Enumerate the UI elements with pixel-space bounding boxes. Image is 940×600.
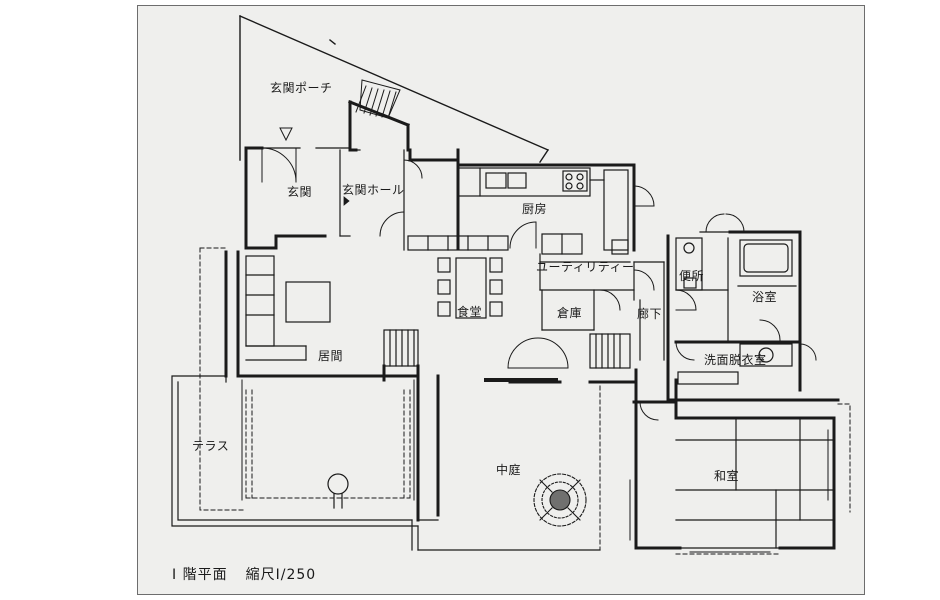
terrace-outline bbox=[171, 375, 601, 551]
room-label-living: 居間 bbox=[318, 349, 344, 363]
room-label-toilet: 便所 bbox=[679, 269, 705, 283]
room-label-terrace: テラス bbox=[192, 439, 230, 453]
room-label-hall: 玄関ホール bbox=[342, 183, 405, 197]
room-label-bath: 浴室 bbox=[752, 290, 778, 304]
caption-scale: 縮尺I/250 bbox=[245, 567, 317, 583]
plan-caption: I 階平面 縮尺I/250 bbox=[172, 564, 316, 584]
interior-partitions bbox=[245, 147, 835, 549]
room-label-corridor: 廊下 bbox=[637, 307, 663, 321]
room-label-porch: 玄関ポーチ bbox=[270, 81, 333, 95]
room-label-courtyard: 中庭 bbox=[496, 463, 522, 477]
entrance-arrow-icon bbox=[279, 127, 293, 142]
eaves-dashed bbox=[199, 247, 851, 555]
room-label-washroom: 洗面脱衣室 bbox=[704, 353, 767, 367]
caption-title: I 階平面 bbox=[172, 567, 228, 583]
garden-table-icon bbox=[327, 473, 349, 509]
window-glazing bbox=[241, 378, 829, 553]
room-label-kitchen: 厨房 bbox=[522, 202, 548, 216]
room-label-utility: ユーティリティー bbox=[536, 260, 635, 274]
exterior-walls bbox=[224, 100, 840, 550]
hall-arrow-icon bbox=[343, 196, 350, 206]
drawing-sheet bbox=[137, 5, 865, 595]
tree-icon bbox=[533, 473, 587, 527]
door-swings bbox=[261, 147, 817, 421]
porch-outline bbox=[239, 15, 549, 163]
room-label-entrance: 玄関 bbox=[287, 185, 313, 199]
room-label-tatami: 和室 bbox=[714, 469, 740, 483]
room-label-storage: 倉庫 bbox=[557, 306, 583, 320]
room-label-dining: 食堂 bbox=[457, 305, 483, 319]
